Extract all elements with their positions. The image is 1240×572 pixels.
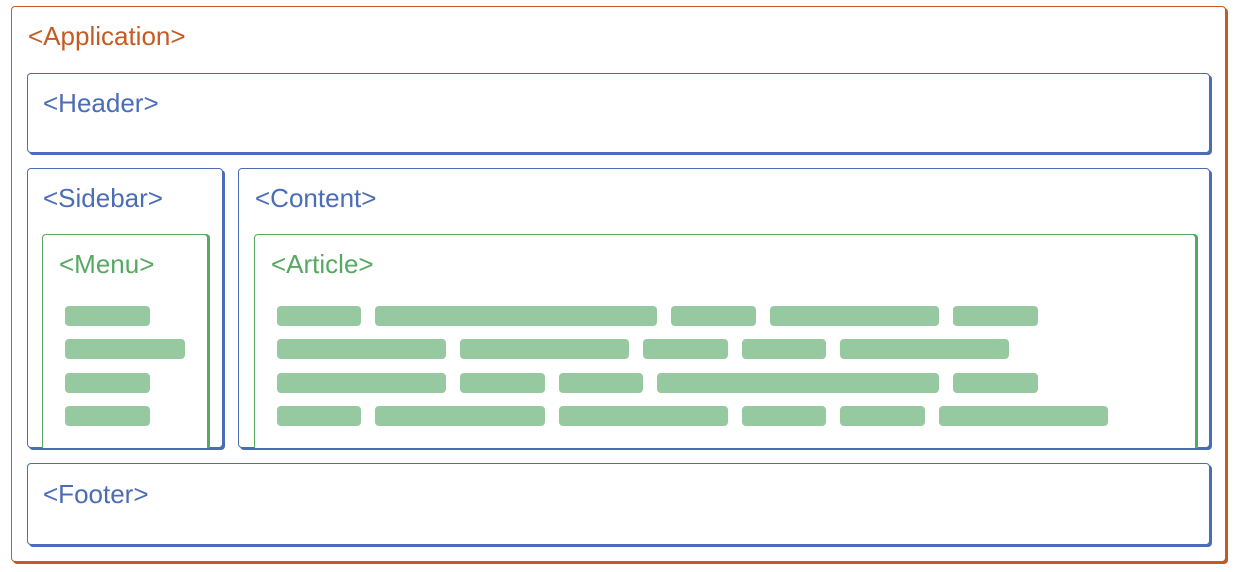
text-line-placeholder (375, 306, 657, 326)
menu-item-placeholder (65, 406, 150, 426)
text-line-placeholder (840, 406, 925, 426)
text-line-placeholder (840, 339, 1009, 359)
text-line-placeholder (277, 373, 446, 393)
text-line-placeholder (939, 406, 1108, 426)
article-label: <Article> (271, 249, 374, 279)
footer-label: <Footer> (43, 479, 149, 509)
menu-item-placeholder (65, 306, 150, 326)
menu-label: <Menu> (59, 249, 155, 279)
text-line-placeholder (657, 373, 939, 393)
text-line-placeholder (460, 339, 629, 359)
text-line-placeholder (671, 306, 756, 326)
text-line-placeholder (559, 373, 643, 393)
text-line-placeholder (277, 406, 361, 426)
menu-item-placeholder (65, 339, 185, 359)
menu-item-placeholder (65, 373, 150, 393)
text-line-placeholder (375, 406, 545, 426)
text-line-placeholder (742, 339, 826, 359)
text-line-placeholder (742, 406, 826, 426)
content-label: <Content> (255, 183, 377, 213)
text-line-placeholder (460, 373, 545, 393)
application-label: <Application> (28, 21, 186, 51)
text-line-placeholder (643, 339, 728, 359)
text-line-placeholder (953, 306, 1038, 326)
text-line-placeholder (559, 406, 728, 426)
text-line-placeholder (770, 306, 939, 326)
text-line-placeholder (277, 339, 446, 359)
header-label: <Header> (43, 88, 159, 118)
header-container (27, 73, 1210, 153)
text-line-placeholder (277, 306, 361, 326)
sidebar-label: <Sidebar> (43, 183, 163, 213)
footer-container (27, 463, 1210, 545)
text-line-placeholder (953, 373, 1038, 393)
